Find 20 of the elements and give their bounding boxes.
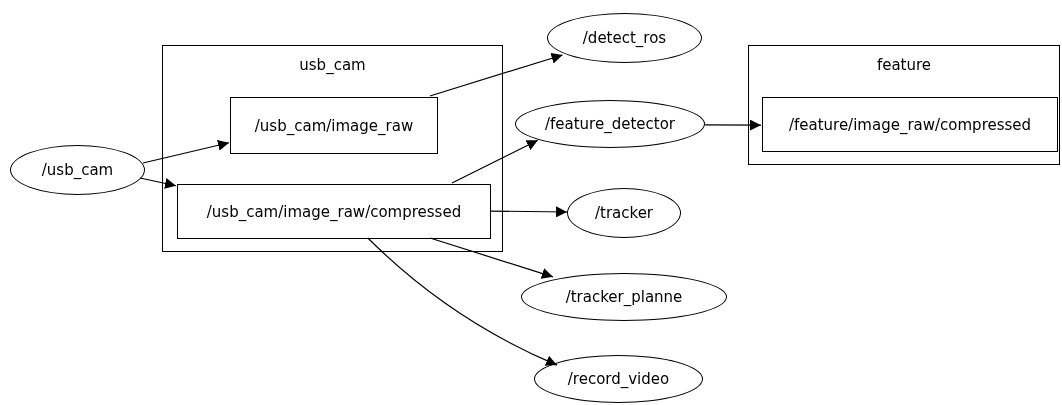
cluster-title: feature — [875, 55, 933, 75]
cluster-title: usb_cam — [298, 55, 367, 75]
node-box: /usb_cam/image_raw — [230, 97, 438, 154]
arrow — [489, 206, 568, 218]
arrow — [704, 119, 762, 131]
arrow — [142, 139, 230, 164]
cluster-frame — [748, 45, 1060, 165]
arrow — [367, 237, 558, 366]
topic-ellipse: /tracker — [567, 188, 681, 238]
topic-ellipse: /tracker_planne — [521, 273, 727, 321]
arrow — [451, 139, 539, 184]
node-box: /feature/image_raw/compressed — [762, 97, 1058, 152]
topic-ellipse: /record_video — [534, 355, 703, 403]
cluster-frame — [162, 45, 503, 252]
topic-ellipse: /detect_ros — [547, 13, 702, 63]
arrow — [139, 177, 177, 189]
node-box: /usb_cam/image_raw/compressed — [177, 184, 491, 239]
arrow — [429, 53, 564, 97]
topic-ellipse: /usb_cam — [10, 145, 145, 195]
topic-ellipse: /feature_detector — [515, 100, 705, 148]
